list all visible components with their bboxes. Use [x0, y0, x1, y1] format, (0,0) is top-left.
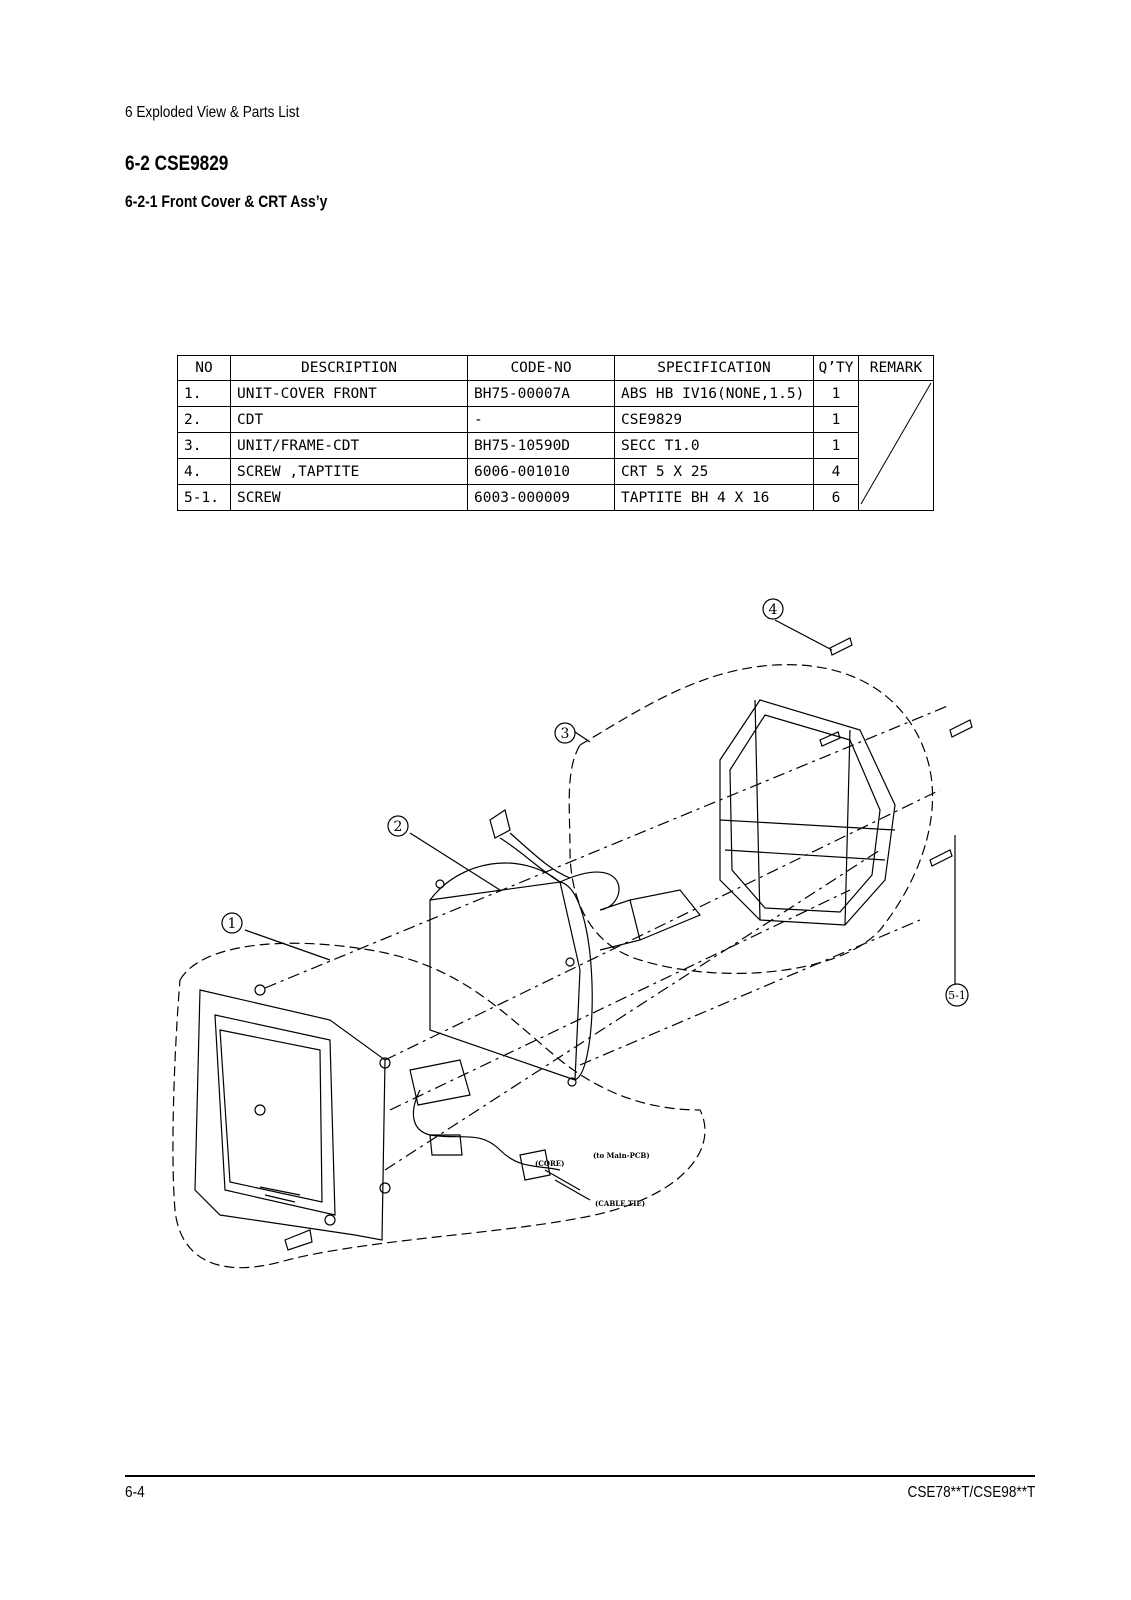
col-code: CODE-NO [467, 355, 615, 381]
remark-slash-icon [860, 382, 932, 505]
cell-spec: CSE9829 [614, 406, 814, 433]
cell-description: UNIT-COVER FRONT [230, 380, 468, 407]
footer-rule [125, 1475, 1035, 1477]
cell-spec: TAPTITE BH 4 X 16 [614, 484, 814, 511]
cell-no: 2. [177, 406, 231, 433]
section-title: 6-2 CSE9829 [125, 152, 229, 175]
table-row: 3. UNIT/FRAME-CDT BH75-10590D SECC T1.0 … [177, 432, 934, 459]
col-remark: REMARK [858, 355, 934, 381]
page-number: 6-4 [125, 1484, 145, 1501]
parts-table: NO DESCRIPTION CODE-NO SPECIFICATION Q’T… [177, 355, 934, 511]
cell-qty: 1 [813, 380, 859, 407]
cell-description: CDT [230, 406, 468, 433]
crt-tube-part [429, 809, 701, 1087]
callout-3: 3 [554, 722, 576, 744]
table-row: 5-1. SCREW 6003-000009 TAPTITE BH 4 X 16… [177, 484, 934, 511]
front-cover-part [194, 984, 391, 1251]
screw-5-1-parts [819, 719, 973, 867]
leader-1 [244, 929, 331, 961]
cell-code: - [467, 406, 615, 433]
cell-spec: CRT 5 X 25 [614, 458, 814, 485]
chapter-title: 6 Exploded View & Parts List [125, 104, 300, 121]
exploded-view-drawing: 1 2 3 4 5-1 (to Main-PCB) (CORE) (CABLE … [172, 598, 973, 1269]
col-description: DESCRIPTION [230, 355, 468, 381]
annotation-core: (CORE) [535, 1159, 564, 1168]
crt-frame-part [719, 699, 896, 926]
cell-description: SCREW [230, 484, 468, 511]
frame-group-outline [568, 664, 934, 974]
cell-qty: 1 [813, 432, 859, 459]
subsection-title: 6-2-1 Front Cover & CRT Ass’y [125, 192, 328, 211]
col-no: NO [177, 355, 231, 381]
model-code: CSE78**T/CSE98**T [907, 1484, 1035, 1501]
leader-3 [574, 731, 591, 743]
callout-1: 1 [221, 912, 243, 934]
leader-4 [774, 619, 833, 651]
table-row: 4. SCREW ,TAPTITE 6006-001010 CRT 5 X 25… [177, 458, 934, 485]
col-qty: Q’TY [813, 355, 859, 381]
callout-4: 4 [762, 598, 784, 620]
cell-qty: 4 [813, 458, 859, 485]
cell-spec: SECC T1.0 [614, 432, 814, 459]
cell-description: UNIT/FRAME-CDT [230, 432, 468, 459]
cell-qty: 6 [813, 484, 859, 511]
cell-remark [858, 380, 934, 511]
cell-spec: ABS HB IV16(NONE,1.5) [614, 380, 814, 407]
cell-no: 4. [177, 458, 231, 485]
col-spec: SPECIFICATION [614, 355, 814, 381]
svg-text:1: 1 [228, 916, 237, 932]
svg-text:3: 3 [561, 726, 570, 742]
cell-code: 6003-000009 [467, 484, 615, 511]
callout-2: 2 [387, 815, 409, 837]
callout-5-1: 5-1 [945, 983, 969, 1007]
assembly-guide-lines [264, 704, 951, 1171]
annotation-cable-tie: (CABLE TIE) [595, 1199, 645, 1208]
front-cover-group-outline [172, 942, 706, 1269]
cell-description: SCREW ,TAPTITE [230, 458, 468, 485]
cell-no: 1. [177, 380, 231, 407]
svg-text:4: 4 [769, 602, 778, 618]
cell-code: 6006-001010 [467, 458, 615, 485]
table-row: 1. UNIT-COVER FRONT BH75-00007A ABS HB I… [177, 380, 934, 511]
annotation-to-main-pcb: (to Main-PCB) [593, 1151, 650, 1160]
cell-code: BH75-10590D [467, 432, 615, 459]
leader-2 [409, 832, 501, 891]
cell-code: BH75-00007A [467, 380, 615, 407]
svg-text:2: 2 [394, 819, 403, 835]
cell-no: 5-1. [177, 484, 231, 511]
svg-text:5-1: 5-1 [948, 989, 966, 1002]
screw-4-part [829, 637, 853, 656]
cell-no: 3. [177, 432, 231, 459]
table-row: 2. CDT - CSE9829 1 [177, 406, 934, 433]
control-pcb-part [409, 1059, 591, 1201]
cell-qty: 1 [813, 406, 859, 433]
table-header-row: NO DESCRIPTION CODE-NO SPECIFICATION Q’T… [177, 355, 934, 381]
